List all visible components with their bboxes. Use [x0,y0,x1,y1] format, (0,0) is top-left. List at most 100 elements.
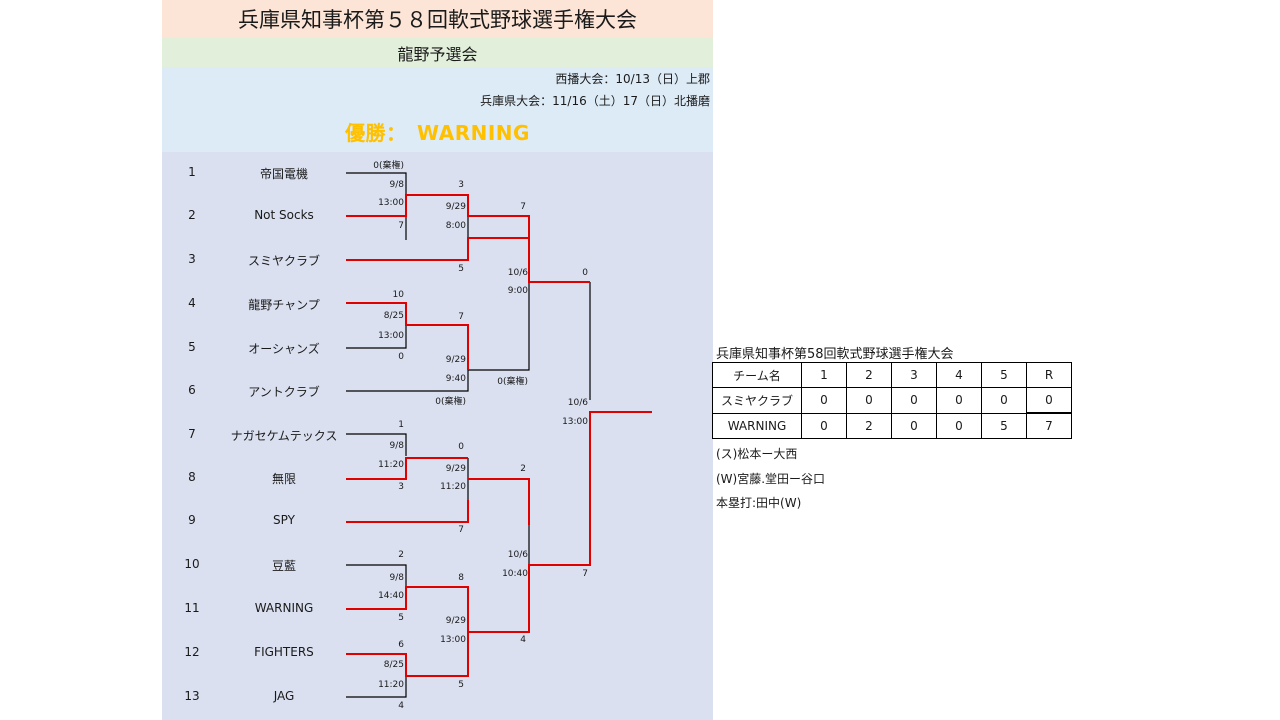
date-label: 9/29 [445,464,466,474]
score-label: 0 [398,352,404,362]
inning-cell: 2 [846,412,892,439]
inning-cell: 0 [936,387,982,414]
score-label: 5 [458,680,464,690]
score-label: 10 [392,290,404,300]
score-label: 7 [398,221,404,231]
table-row: チーム名 1 2 3 4 5 R [712,362,1072,388]
seed-number: 9 [188,513,196,527]
inning-cell: 0 [801,387,847,414]
homerun-note: 本塁打:田中(W) [716,496,802,510]
team-cell: スミヤクラブ [712,387,802,414]
seed-number: 12 [184,645,200,659]
score-label: 7 [458,312,464,322]
inning-cell: 0 [936,412,982,439]
header-cell: 5 [981,362,1027,388]
loser-lines [346,172,591,698]
team-name: Not Socks [254,208,314,222]
schedule-prefecture: 兵庫県大会：11/16（土）17（日）北播磨 [480,94,710,108]
seed-number: 11 [184,601,200,615]
time-label: 13:00 [378,198,404,208]
seed-number: 4 [188,296,196,310]
seed-number: 13 [184,689,200,703]
seed-number: 10 [184,557,200,571]
score-label: 5 [398,613,404,623]
scoreboard-title: 兵庫県知事杯第58回軟式野球選手権大会 [716,347,954,362]
seed-number: 8 [188,470,196,484]
team-name: 豆藍 [271,559,296,573]
tournament-title: 兵庫県知事杯第５８回軟式野球選手権大会 [162,0,713,38]
time-label: 11:20 [378,460,404,470]
score-label: 7 [582,569,588,579]
score-label: 0(棄権) [373,161,404,171]
date-label: 8/25 [383,660,404,670]
qualifier-subtitle: 龍野予選会 [162,38,713,67]
score-label: 6 [398,640,404,650]
date-label: 10/6 [507,268,528,278]
date-label: 9/8 [389,180,404,190]
runs-cell: 7 [1026,412,1072,439]
team-name: SPY [273,513,295,527]
seed-number: 7 [188,427,196,441]
team-name: 帝国電機 [259,167,308,181]
team-name: 無限 [271,472,296,486]
team-cell: WARNING [712,412,802,439]
score-label: 4 [520,635,526,645]
bracket-lines [346,172,652,698]
header-cell: 4 [936,362,982,388]
date-label: 10/6 [507,550,528,560]
battery-note: (W)宮藤.堂田ー谷口 [716,472,826,486]
winner-lines [346,194,652,677]
score-label: 0(棄権) [497,377,528,387]
time-label: 13:00 [440,635,466,645]
header-cell: 3 [891,362,937,388]
score-label: 7 [458,525,464,535]
inning-cell: 0 [801,412,847,439]
score-label: 4 [398,701,404,711]
score-label: 3 [398,482,404,492]
team-name: ナガセケムテックス [230,429,338,443]
team-name: スミヤクラブ [247,254,320,268]
bracket-area [162,152,713,720]
schedule-info: 西播大会：10/13（日）上郡 兵庫県大会：11/16（土）17（日）北播磨 [162,67,713,152]
team-name: WARNING [254,601,314,615]
score-label: 1 [398,420,404,430]
time-label: 10:40 [502,569,528,579]
inning-cell: 0 [891,387,937,414]
header-cell: チーム名 [712,362,802,388]
inning-cell: 0 [891,412,937,439]
inning-cell: 0 [846,387,892,414]
header-cell: 2 [846,362,892,388]
inning-cell: 5 [981,412,1027,439]
score-label: 5 [458,264,464,274]
seed-number: 6 [188,383,196,397]
time-label: 11:20 [378,680,404,690]
time-label: 14:40 [378,591,404,601]
time-label: 11:20 [440,482,466,492]
time-label: 9:40 [445,374,466,384]
score-label: 8 [458,573,464,583]
seed-number: 2 [188,208,196,222]
time-label: 13:00 [378,331,404,341]
score-label: 0 [458,442,464,452]
date-label: 9/29 [445,202,466,212]
seed-number: 3 [188,252,196,266]
table-row: WARNING 0 2 0 0 5 7 [712,412,1072,439]
team-name: FIGHTERS [254,645,314,659]
time-label: 13:00 [562,417,588,427]
seed-number: 5 [188,340,196,354]
score-label: 2 [520,464,526,474]
team-name: JAG [273,689,295,703]
team-name: アントクラブ [248,385,320,399]
header-cell: 1 [801,362,847,388]
runs-cell: 0 [1026,387,1072,414]
score-label: 0 [582,268,588,278]
tournament-sheet: 兵庫県知事杯第５８回軟式野球選手権大会 龍野予選会 西播大会：10/13（日）上… [162,0,713,720]
score-label: 7 [520,202,526,212]
date-label: 9/8 [389,573,404,583]
seed-number: 1 [188,165,196,179]
time-label: 8:00 [445,221,466,231]
schedule-west: 西播大会：10/13（日）上郡 [555,72,710,86]
header-cell: R [1026,362,1072,388]
score-label: 0(棄権) [435,397,466,407]
date-label: 9/8 [389,441,404,451]
